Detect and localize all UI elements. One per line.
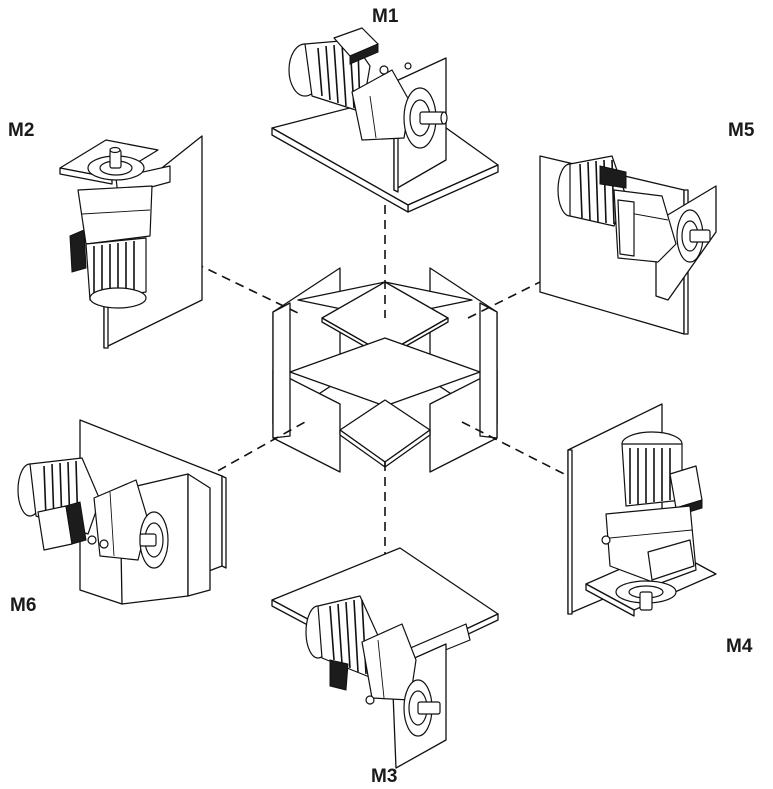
m5-shaft xyxy=(689,229,711,243)
motor-assembly-m2 xyxy=(59,135,203,349)
m4-shaft xyxy=(639,591,653,611)
m2-terminal-box xyxy=(69,229,87,273)
leader-m6 xyxy=(204,421,306,479)
motor-assembly-m3 xyxy=(271,547,499,769)
m2-gear-unit xyxy=(77,185,153,245)
m5-motor xyxy=(557,155,627,227)
label-m5: M5 xyxy=(728,120,755,141)
m4-motor xyxy=(621,431,703,517)
leader-m4 xyxy=(461,421,573,479)
label-m2: M2 xyxy=(8,120,34,141)
label-m6: M6 xyxy=(10,595,36,616)
motor-assembly-m6 xyxy=(17,419,227,605)
m3-terminal-box xyxy=(329,659,349,691)
label-m1: M1 xyxy=(372,6,399,27)
motor-assembly-m4 xyxy=(567,403,717,617)
m2-motor xyxy=(85,237,147,309)
m6-shaft xyxy=(139,533,157,547)
cube-bottom-plate xyxy=(339,399,431,463)
m3-shaft xyxy=(417,701,441,715)
label-m4: M4 xyxy=(726,636,753,657)
leader-lines xyxy=(167,205,581,600)
label-m3: M3 xyxy=(371,766,397,787)
leader-m5 xyxy=(467,261,581,319)
m5-terminal-box xyxy=(599,165,627,189)
m6-motor xyxy=(17,457,101,551)
leader-m2 xyxy=(167,249,301,315)
m3-gear-unit xyxy=(361,623,417,701)
motor-assembly-m5 xyxy=(539,155,717,335)
motor-assembly-m1 xyxy=(271,27,499,213)
